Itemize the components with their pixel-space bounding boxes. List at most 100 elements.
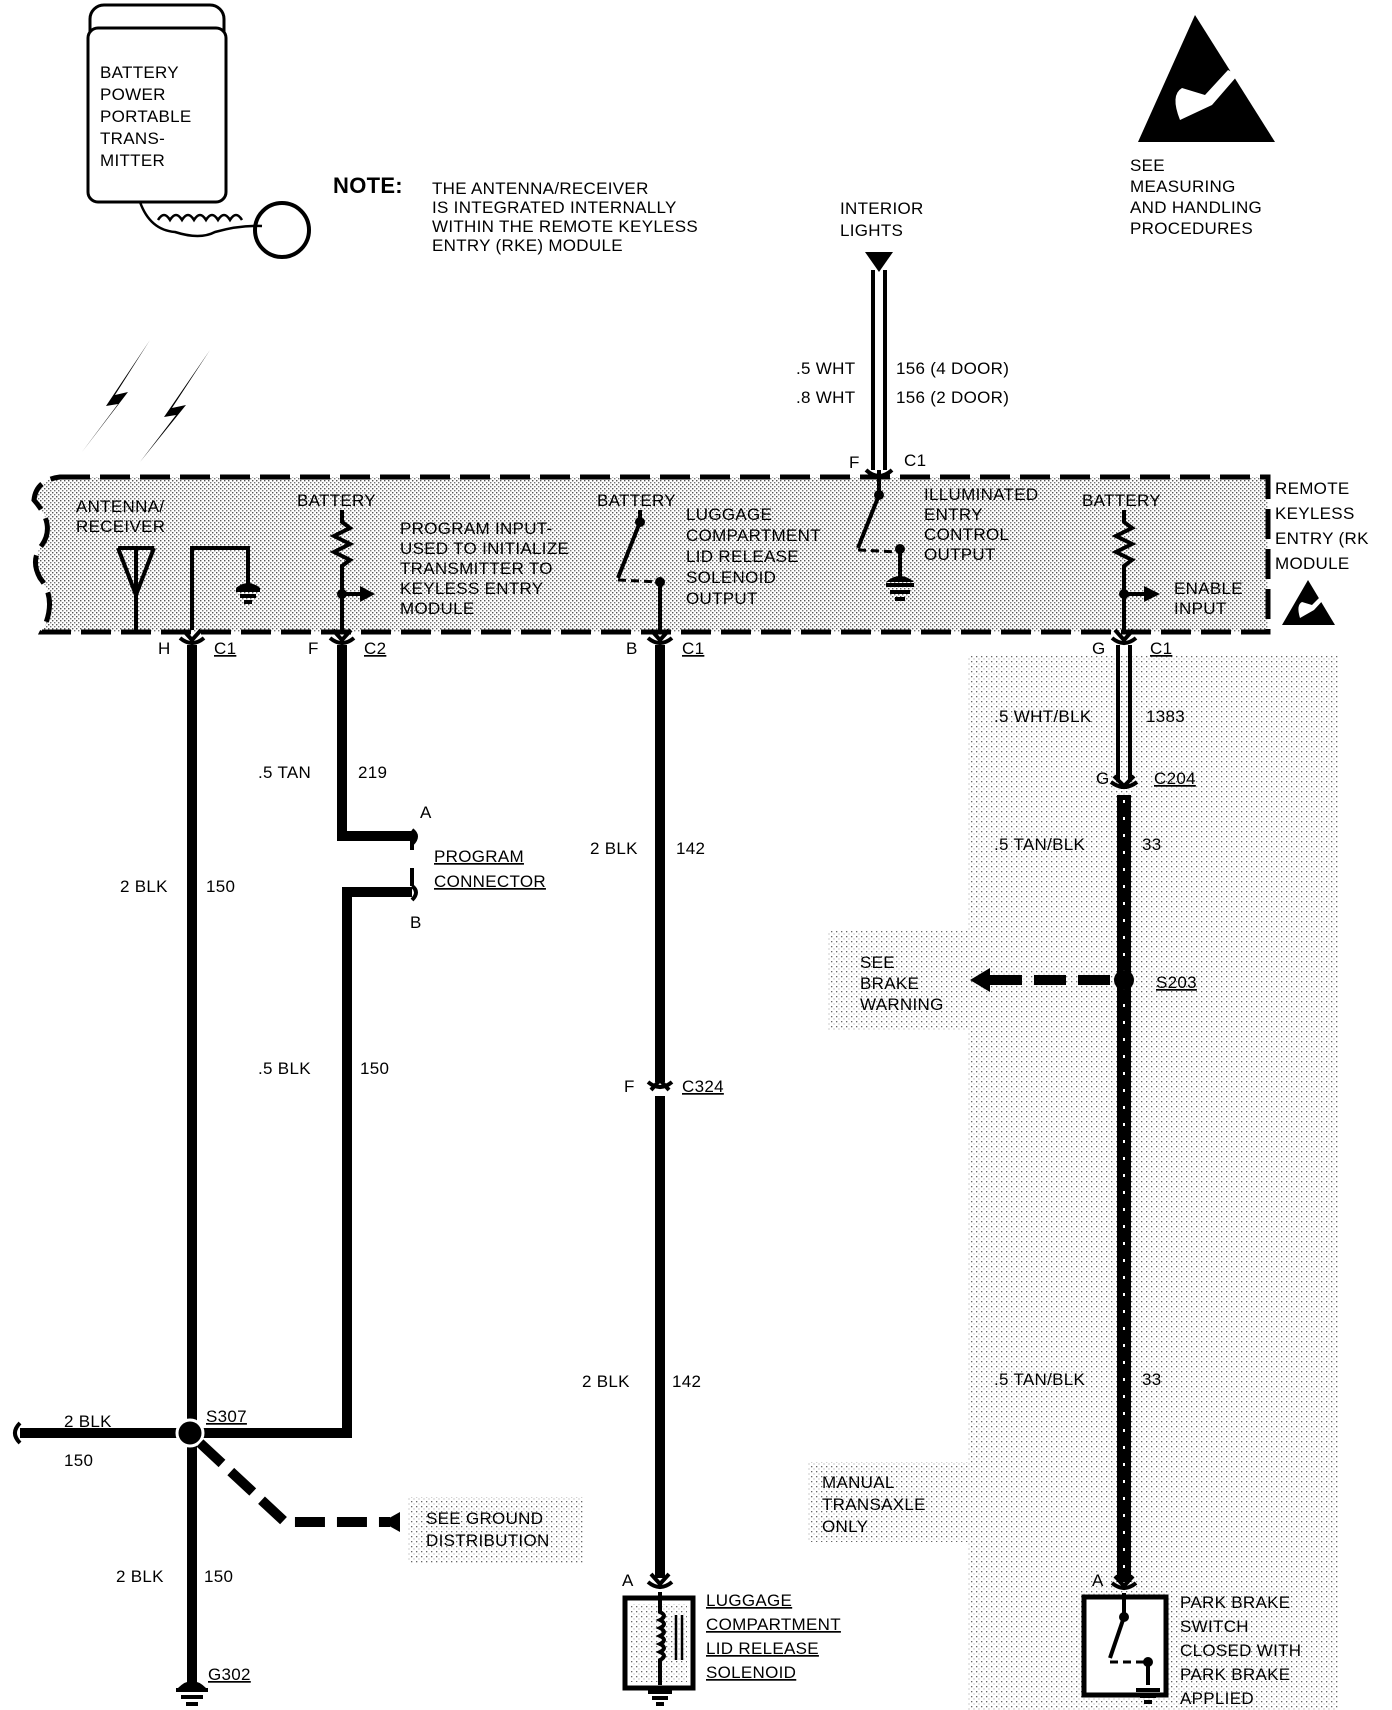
illum-ground-icon (886, 583, 914, 601)
note-text-line: WITHIN THE REMOTE KEYLESS (432, 217, 698, 236)
brake-warning-ref-line: SEE (860, 953, 895, 972)
resistor-1-icon (329, 510, 355, 630)
ground-distribution-ref-line: SEE GROUND (426, 1509, 543, 1528)
manual-transaxle-label-line: TRANSAXLE (822, 1495, 926, 1514)
wire156-a-size: .5 WHT (796, 359, 855, 378)
park-brake-label-line: PARK BRAKE (1180, 1593, 1290, 1612)
park-pin: A (1092, 1571, 1104, 1590)
wire156-a-num: 156 (4 DOOR) (896, 359, 1009, 378)
w33b-num: 33 (1142, 1370, 1162, 1389)
brake-warning-ref-line: BRAKE (860, 974, 919, 993)
w1383-size: .5 WHT/BLK (994, 707, 1092, 726)
esd-label-line: AND HANDLING (1130, 198, 1262, 217)
module-name-line: MODULE (1275, 554, 1350, 573)
note-text-line: THE ANTENNA/RECEIVER (432, 179, 649, 198)
note-heading: NOTE: (333, 173, 403, 198)
transmitter-label-line: BATTERY (100, 63, 179, 82)
ground-dist-shade (408, 1497, 583, 1563)
prog-pin-b: B (410, 913, 422, 932)
c204-conn: C204 (1154, 769, 1196, 788)
note-text-line: IS INTEGRATED INTERNALLY (432, 198, 677, 217)
pin-h: H (158, 639, 171, 658)
manual-transaxle-label-line: ONLY (822, 1517, 868, 1536)
s203-label: S203 (1156, 973, 1197, 992)
program-input-label-line: KEYLESS ENTRY (400, 579, 543, 598)
g302-label: G302 (208, 1665, 251, 1684)
module-name: REMOTE KEYLESS ENTRY (RK MODULE (1275, 479, 1369, 573)
esd-warning-icon (1138, 15, 1275, 142)
antenna-label-line: RECEIVER (76, 517, 165, 536)
module-name-line: REMOTE (1275, 479, 1350, 498)
luggage-output-label-line: COMPARTMENT (686, 526, 821, 545)
luggage-output-label-line: SOLENOID (686, 568, 776, 587)
splice-s307-icon (175, 1418, 205, 1448)
solenoid-label-line: LUGGAGE (706, 1591, 792, 1610)
w219-num: 219 (358, 763, 387, 782)
w150b-num: 150 (360, 1059, 389, 1078)
program-input-label-line: TRANSMITTER TO (400, 559, 553, 578)
w150a-num: 150 (206, 877, 235, 896)
luggage-switch-icon (616, 521, 642, 579)
esd-label-line: PROCEDURES (1130, 219, 1253, 238)
w150bottom-size: 2 BLK (116, 1567, 164, 1586)
battery-3-label: BATTERY (1082, 491, 1161, 510)
module-name-line: KEYLESS (1275, 504, 1355, 523)
brake-warning-shade (828, 930, 978, 1030)
transmitter-label-line: POWER (100, 85, 166, 104)
luggage-output-label-line: LUGGAGE (686, 505, 772, 524)
ground-distribution-ref-line: DISTRIBUTION (426, 1531, 550, 1550)
brake-warning-arrow-icon (970, 968, 990, 992)
illuminated-switch-icon (856, 494, 881, 549)
pin-b: B (626, 639, 638, 658)
wire156-b-num: 156 (2 DOOR) (896, 388, 1009, 407)
pin-b-conn: C1 (682, 639, 704, 658)
solenoid-label-line: LID RELEASE (706, 1639, 819, 1658)
park-brake-label-line: APPLIED (1180, 1689, 1254, 1708)
illuminated-entry-label-line: ILLUMINATED (924, 485, 1038, 504)
esd-label-line: SEE (1130, 156, 1165, 175)
c324-conn: C324 (682, 1077, 724, 1096)
prog-pin-a: A (420, 803, 432, 822)
enable-input-arrow-icon (1144, 586, 1160, 602)
interior-lights-label-line: LIGHTS (840, 221, 903, 240)
w33a-size: .5 TAN/BLK (994, 835, 1086, 854)
solenoid-label-line: SOLENOID (706, 1663, 796, 1682)
w150b-size: .5 BLK (258, 1059, 311, 1078)
interior-lights-label-line: INTERIOR (840, 199, 924, 218)
illuminated-entry-label-line: OUTPUT (924, 545, 996, 564)
w150bottom-num: 150 (204, 1567, 233, 1586)
w142a-num: 142 (676, 839, 705, 858)
manual-transaxle-shade (968, 655, 1338, 1710)
illuminated-entry-label-line: ENTRY (924, 505, 983, 524)
park-brake-switch (1081, 1593, 1169, 1704)
illuminated-entry-label-line: CONTROL (924, 525, 1009, 544)
transmitter-label-line: TRANS- (100, 129, 165, 148)
luggage-output-label-line: OUTPUT (686, 589, 758, 608)
w150a-size: 2 BLK (120, 877, 168, 896)
enable-input-label-line: ENABLE (1174, 579, 1243, 598)
resistor-2-icon (1111, 510, 1137, 630)
module-top-pin: F (849, 453, 860, 472)
pin-g-conn: C1 (1150, 639, 1172, 658)
battery-1-label: BATTERY (297, 491, 376, 510)
program-connector-label-line: CONNECTOR (434, 872, 546, 891)
battery-2-label: BATTERY (597, 491, 676, 510)
program-input-label-line: MODULE (400, 599, 475, 618)
w1383-num: 1383 (1146, 707, 1185, 726)
w219-size: .5 TAN (258, 763, 311, 782)
rf-signal-icon (82, 340, 150, 452)
rf-signal-icon-2 (140, 350, 210, 462)
module-name-line: ENTRY (RK (1275, 529, 1369, 548)
antenna-label: ANTENNA/RECEIVER (76, 497, 165, 536)
interior-lights-arrow-icon (865, 252, 893, 272)
esd-warning-icon-small (1282, 580, 1335, 625)
park-brake-label-line: CLOSED WITH (1180, 1641, 1301, 1660)
